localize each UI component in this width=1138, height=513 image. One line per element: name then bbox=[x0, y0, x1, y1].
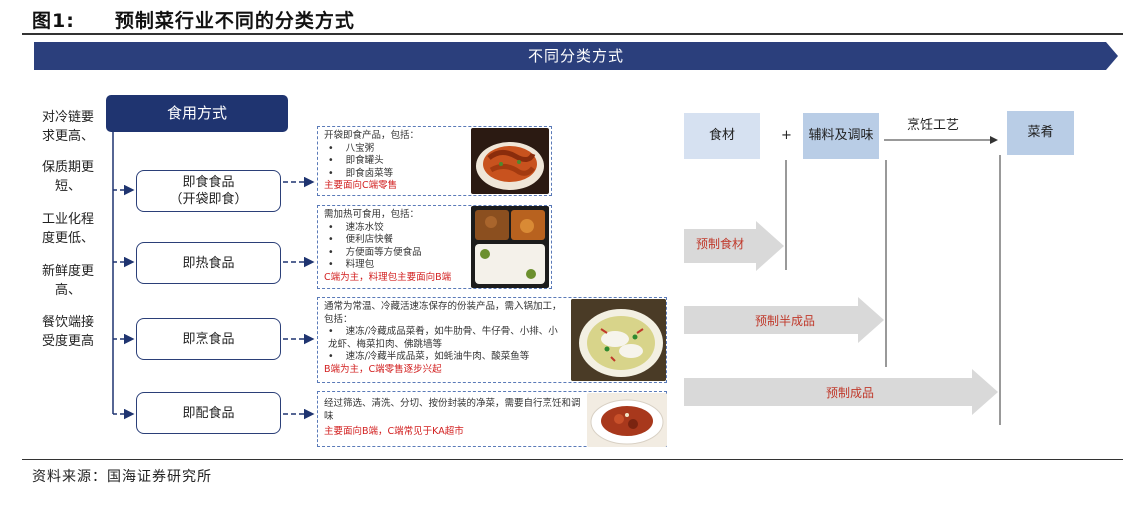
arrow-label-prefab-finished: 预制成品 bbox=[826, 386, 875, 400]
arrow-label-prefab-ingredient: 预制食材 bbox=[696, 237, 745, 251]
arrow-prefab-semi-finished bbox=[684, 297, 884, 343]
source-note: 资料来源：国海证券研究所 bbox=[32, 469, 212, 485]
desc-ready-to-heat-item: 便利店快餐 bbox=[324, 234, 545, 247]
figure-number: 图1: bbox=[32, 10, 75, 32]
category-ready-to-cook-label: 即烹食品 bbox=[182, 331, 235, 347]
desc-ready-to-heat-item: 料理包 bbox=[324, 259, 545, 272]
braised-food-photo bbox=[471, 128, 549, 194]
seasoning-box: 辅料及调味 bbox=[803, 113, 879, 159]
category-ready-to-assemble-label: 即配食品 bbox=[182, 405, 235, 421]
category-ready-to-eat: 即食食品 （开袋即食） bbox=[136, 170, 281, 212]
category-ready-to-eat-sub: （开袋即食） bbox=[169, 192, 248, 207]
dish-box: 菜肴 bbox=[1007, 111, 1074, 155]
left-label-freshness: 新鲜度更高、 bbox=[41, 264, 94, 298]
bento-meal-photo bbox=[471, 206, 549, 288]
category-ready-to-cook: 即烹食品 bbox=[136, 318, 281, 360]
desc-ready-to-eat-channel: 主要面向C端零售 bbox=[324, 180, 398, 191]
source-rule bbox=[22, 459, 1123, 460]
desc-ready-to-cook-item: 速冻/冷藏成品菜肴，如牛肋骨、牛仔骨、小排、小龙虾、梅菜扣肉、佛跳墙等 bbox=[324, 326, 566, 351]
desc-ready-to-heat-intro: 需加热可食用，包括： bbox=[324, 209, 420, 220]
figure-title-text: 预制菜行业不同的分类方式 bbox=[114, 10, 355, 32]
left-label-acceptance: 餐饮端接受度更高 bbox=[41, 315, 94, 349]
desc-ready-to-heat-channel: C端为主，料理包主要面向B端 bbox=[324, 271, 452, 283]
desc-ready-to-cook-item: 速冻/冷藏半成品菜，如蚝油牛肉、酸菜鱼等 bbox=[324, 351, 566, 364]
plus-sign: + bbox=[781, 128, 792, 143]
desc-ready-to-eat-intro: 开袋即食产品，包括： bbox=[324, 130, 420, 141]
arrow-label-prefab-semi-finished: 预制半成品 bbox=[755, 314, 816, 328]
stir-fry-photo bbox=[587, 393, 667, 447]
left-label-industrialization: 工业化程度更低、 bbox=[41, 212, 94, 246]
left-label-cold-chain: 对冷链要求更高、 bbox=[41, 110, 94, 144]
figure-title: 图1: 预制菜行业不同的分类方式 bbox=[32, 6, 355, 33]
category-ready-to-assemble: 即配食品 bbox=[136, 392, 281, 434]
desc-ready-to-cook-channel: B端为主，C端零售逐步兴起 bbox=[324, 363, 442, 375]
desc-ready-to-cook-intro: 通常为常温、冷藏活速冻保存的份装产品，需入锅加工，包括： bbox=[324, 301, 562, 325]
banner-shape bbox=[34, 42, 1118, 70]
desc-ready-to-assemble-intro: 经过筛选、清洗、分切、按份封装的净菜，需要自行烹饪和调味 bbox=[324, 398, 581, 422]
top-rule bbox=[22, 33, 1123, 35]
category-ready-to-eat-label: 即食食品 bbox=[182, 175, 235, 190]
usage-method-box: 食用方式 bbox=[106, 95, 288, 132]
category-ready-to-heat-label: 即热食品 bbox=[182, 255, 235, 271]
banner-label: 不同分类方式 bbox=[527, 47, 624, 65]
desc-ready-to-assemble-channel: 主要面向B端，C端常见于KA超市 bbox=[324, 426, 464, 437]
desc-ready-to-eat-item: 即食卤菜等 bbox=[324, 168, 545, 181]
desc-ready-to-heat-item: 方便面等方便食品 bbox=[324, 247, 545, 260]
category-ready-to-heat: 即热食品 bbox=[136, 242, 281, 284]
desc-ready-to-heat-item: 速冻水饺 bbox=[324, 222, 545, 235]
ingredient-box: 食材 bbox=[684, 113, 760, 159]
left-label-shelf-life: 保质期更短、 bbox=[41, 160, 94, 194]
desc-ready-to-eat-item: 八宝粥 bbox=[324, 143, 545, 156]
cooking-craft-label: 烹饪工艺 bbox=[907, 118, 960, 133]
banner: 不同分类方式 bbox=[34, 42, 1118, 70]
desc-ready-to-eat-item: 即食罐头 bbox=[324, 155, 545, 168]
arrow-prefab-finished bbox=[684, 369, 998, 415]
fish-soup-photo bbox=[571, 299, 666, 381]
arrow-prefab-ingredient bbox=[684, 221, 784, 271]
